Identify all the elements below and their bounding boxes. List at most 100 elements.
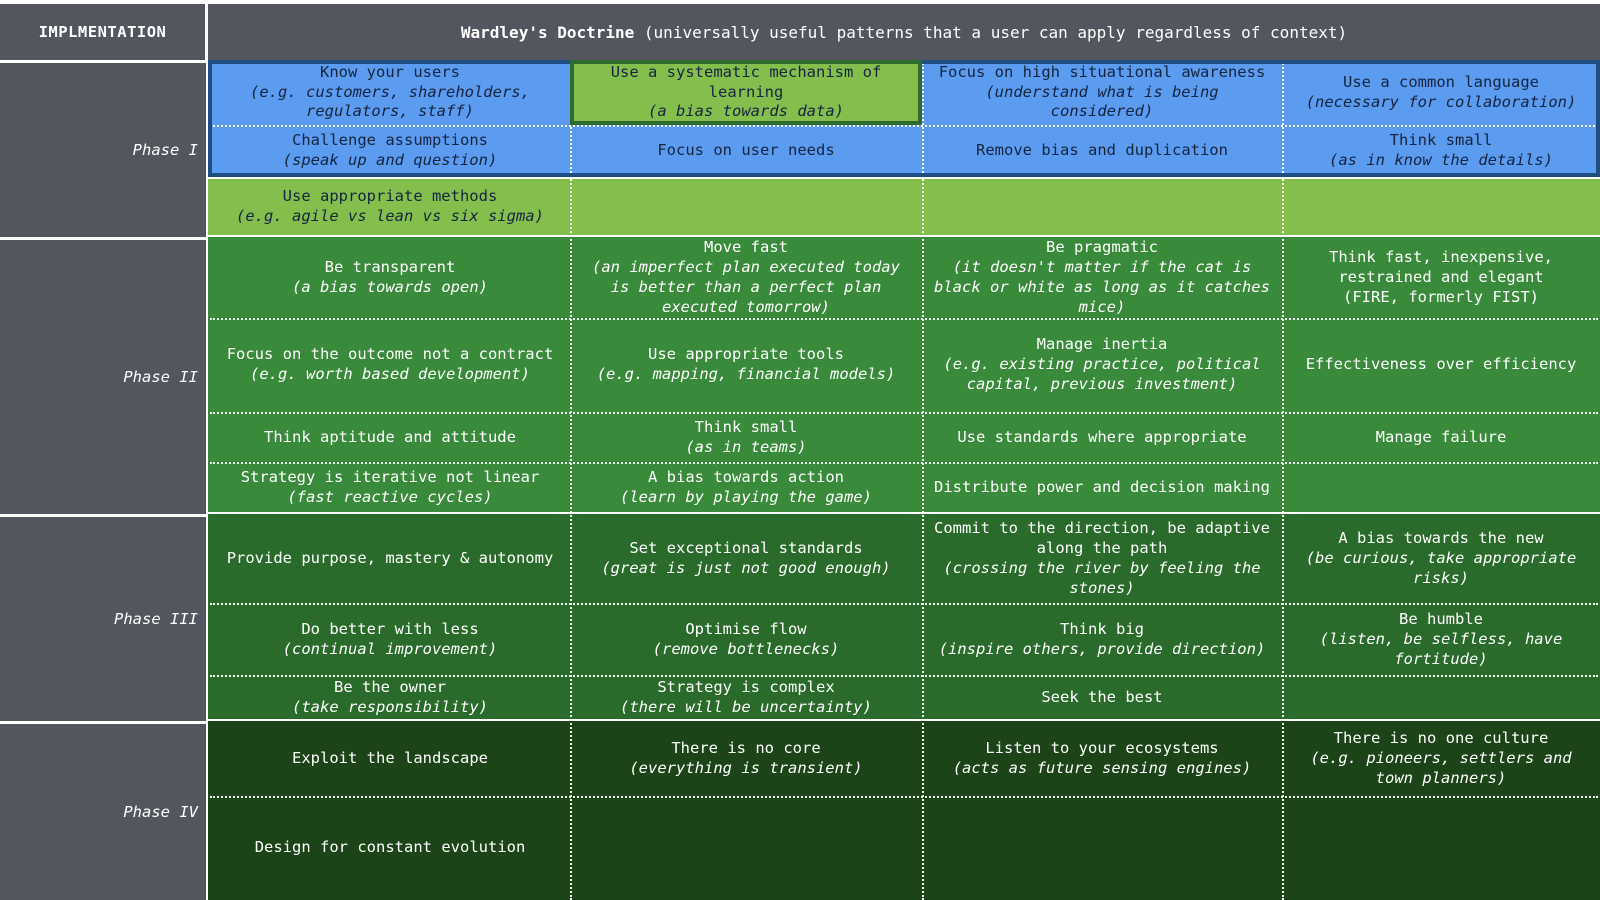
cell-r3c0[interactable]: Be transparent (a bias towards open)	[210, 238, 570, 318]
cell-r3c2[interactable]: Be pragmatic (it doesn't matter if the c…	[924, 238, 1280, 318]
cell-r7c0[interactable]: Provide purpose, mastery & autonomy	[210, 515, 570, 603]
cell-r10c2-main: Listen to your ecosystems	[985, 739, 1219, 758]
cell-r0c1-sub: (a bias towards data)	[648, 102, 844, 121]
cell-r9c2[interactable]: Seek the best	[924, 677, 1280, 719]
phase-sep-c	[208, 512, 1600, 514]
phase-label-4-text: Phase IV	[123, 803, 198, 821]
cell-r4c2-sub: (e.g. existing practice, political capit…	[943, 355, 1261, 393]
cell-r11c3[interactable]	[1284, 798, 1598, 898]
doctrine-title: Wardley's Doctrine	[460, 22, 635, 42]
cell-r10c1-sub: (everything is transient)	[629, 759, 863, 777]
phase-label-1: Phase I	[0, 60, 208, 237]
cell-r8c3[interactable]: Be humble (listen, be selfless, have for…	[1284, 605, 1598, 675]
cell-r1c0[interactable]: Challenge assumptions (speak up and ques…	[210, 127, 570, 175]
cell-r5c1-main: Think small	[694, 418, 798, 437]
cell-r9c3[interactable]	[1284, 677, 1598, 719]
row-divider-r3	[210, 318, 1598, 320]
cell-r5c0-main: Think aptitude and attitude	[264, 428, 516, 447]
cell-r6c0-main: Strategy is iterative not linear	[240, 468, 540, 487]
cell-r7c1[interactable]: Set exceptional standards (great is just…	[574, 515, 918, 603]
cell-r5c3[interactable]: Manage failure	[1284, 414, 1598, 462]
cell-r2c3[interactable]	[1284, 179, 1598, 235]
cell-r0c0[interactable]: Know your users (e.g. customers, shareho…	[210, 60, 570, 125]
cell-r8c0-sub: (continual improvement)	[282, 640, 498, 658]
cell-r3c1[interactable]: Move fast (an imperfect plan executed to…	[574, 238, 918, 318]
cell-r8c1-sub: (remove bottlenecks)	[652, 640, 840, 658]
cell-r5c2[interactable]: Use standards where appropriate	[924, 414, 1280, 462]
cell-r5c1[interactable]: Think small (as in teams)	[574, 414, 918, 462]
phase-label-3-text: Phase III	[114, 610, 198, 628]
cell-r11c0[interactable]: Design for constant evolution	[210, 798, 570, 898]
cell-r1c1-main: Focus on user needs	[657, 141, 835, 160]
cell-r0c0-sub: (e.g. customers, shareholders, regulator…	[250, 82, 530, 121]
cell-r7c2[interactable]: Commit to the direction, be adaptive alo…	[924, 515, 1280, 603]
cell-r9c0[interactable]: Be the owner (take responsibility)	[210, 677, 570, 719]
cell-r0c1[interactable]: Use a systematic mechanism of learning (…	[574, 62, 918, 123]
cell-r4c1[interactable]: Use appropriate tools (e.g. mapping, fin…	[574, 320, 918, 410]
row-divider-r0	[210, 125, 1598, 127]
cell-r4c0[interactable]: Focus on the outcome not a contract (e.g…	[210, 320, 570, 410]
cell-r0c3[interactable]: Use a common language (necessary for col…	[1284, 60, 1598, 125]
cell-r1c3-main: Think small	[1389, 131, 1493, 150]
cell-r5c0[interactable]: Think aptitude and attitude	[210, 414, 570, 462]
cell-r1c0-main: Challenge assumptions	[292, 131, 488, 150]
cell-r8c1[interactable]: Optimise flow (remove bottlenecks)	[574, 605, 918, 675]
cell-r10c3[interactable]: There is no one culture (e.g. pioneers, …	[1284, 722, 1598, 796]
cell-r2c0-sub: (e.g. agile vs lean vs six sigma)	[236, 207, 544, 225]
doctrine-subtitle: (universally useful patterns that a user…	[634, 22, 1348, 42]
cell-r4c2[interactable]: Manage inertia (e.g. existing practice, …	[924, 320, 1280, 410]
cell-r1c2[interactable]: Remove bias and duplication	[924, 127, 1280, 175]
cell-r1c2-main: Remove bias and duplication	[976, 141, 1228, 160]
cell-r8c3-main: Be humble	[1399, 610, 1483, 629]
row-divider-r7	[210, 603, 1598, 605]
cell-r6c2[interactable]: Distribute power and decision making	[924, 464, 1280, 512]
cell-r6c2-main: Distribute power and decision making	[934, 478, 1270, 497]
row-divider-r4	[210, 412, 1598, 414]
cell-r9c1-sub: (there will be uncertainty)	[620, 698, 872, 716]
cell-r7c3[interactable]: A bias towards the new (be curious, take…	[1284, 515, 1598, 603]
row-divider-r5	[210, 462, 1598, 464]
cell-r7c1-main: Set exceptional standards	[629, 539, 863, 558]
cell-r9c0-sub: (take responsibility)	[292, 698, 488, 716]
cell-r11c1[interactable]	[574, 798, 918, 898]
cell-r5c1-sub: (as in teams)	[685, 438, 807, 456]
cell-r10c2-sub: (acts as future sensing engines)	[952, 759, 1252, 777]
cell-r7c0-main: Provide purpose, mastery & autonomy	[226, 549, 554, 568]
cell-r4c0-wrap: Focus on the outcome not a contract (e.g…	[216, 345, 564, 385]
cell-r10c1[interactable]: There is no core (everything is transien…	[574, 722, 918, 796]
cell-r9c1[interactable]: Strategy is complex (there will be uncer…	[574, 677, 918, 719]
phase-sep-b	[208, 235, 1600, 237]
cell-r1c0-sub: (speak up and question)	[282, 151, 498, 169]
cell-r2c2[interactable]	[924, 179, 1280, 235]
cell-r3c2-main: Be pragmatic	[1046, 238, 1158, 257]
cell-r8c2-sub: (inspire others, provide direction)	[938, 640, 1266, 658]
phase-sep-a	[208, 177, 1600, 179]
cell-r1c1[interactable]: Focus on user needs	[574, 127, 918, 175]
cell-r1c3[interactable]: Think small (as in know the details)	[1284, 127, 1598, 175]
cell-r2c0[interactable]: Use appropriate methods (e.g. agile vs l…	[210, 179, 570, 235]
cell-r10c0[interactable]: Exploit the landscape	[210, 722, 570, 796]
column-divider-2	[922, 60, 924, 900]
cell-r6c0[interactable]: Strategy is iterative not linear (fast r…	[210, 464, 570, 512]
cell-r7c2-main: Commit to the direction, be adaptive alo…	[934, 519, 1270, 558]
cell-r4c1-sub: (e.g. mapping, financial models)	[596, 365, 896, 383]
cell-r3c3[interactable]: Think fast, inexpensive, restrained and …	[1284, 238, 1598, 318]
cell-r8c0[interactable]: Do better with less (continual improveme…	[210, 605, 570, 675]
cell-r7c3-main: A bias towards the new	[1338, 529, 1544, 548]
cell-r7c2-sub: (crossing the river by feeling the stone…	[943, 559, 1261, 597]
cell-r4c3-main: Effectiveness over efficiency	[1305, 355, 1577, 374]
cell-r6c1[interactable]: A bias towards action (learn by playing …	[574, 464, 918, 512]
doctrine-title-wrap: Wardley's Doctrine (universally useful p…	[461, 23, 1347, 42]
cell-r10c2[interactable]: Listen to your ecosystems (acts as futur…	[924, 722, 1280, 796]
cell-r4c3[interactable]: Effectiveness over efficiency	[1284, 320, 1598, 410]
cell-r4c0-sub: (e.g. worth based development)	[250, 365, 530, 383]
cell-r8c2[interactable]: Think big (inspire others, provide direc…	[924, 605, 1280, 675]
cell-r11c2[interactable]	[924, 798, 1280, 898]
doctrine-header: Wardley's Doctrine (universally useful p…	[208, 4, 1600, 60]
cell-r10c0-main: Exploit the landscape	[292, 749, 488, 768]
cell-r6c1-sub: (learn by playing the game)	[620, 488, 872, 506]
cell-r6c3[interactable]	[1284, 464, 1598, 512]
implementation-label: IMPLMENTATION	[38, 23, 167, 41]
cell-r0c2[interactable]: Focus on high situational awareness (und…	[924, 60, 1280, 125]
cell-r2c1[interactable]	[574, 179, 918, 235]
